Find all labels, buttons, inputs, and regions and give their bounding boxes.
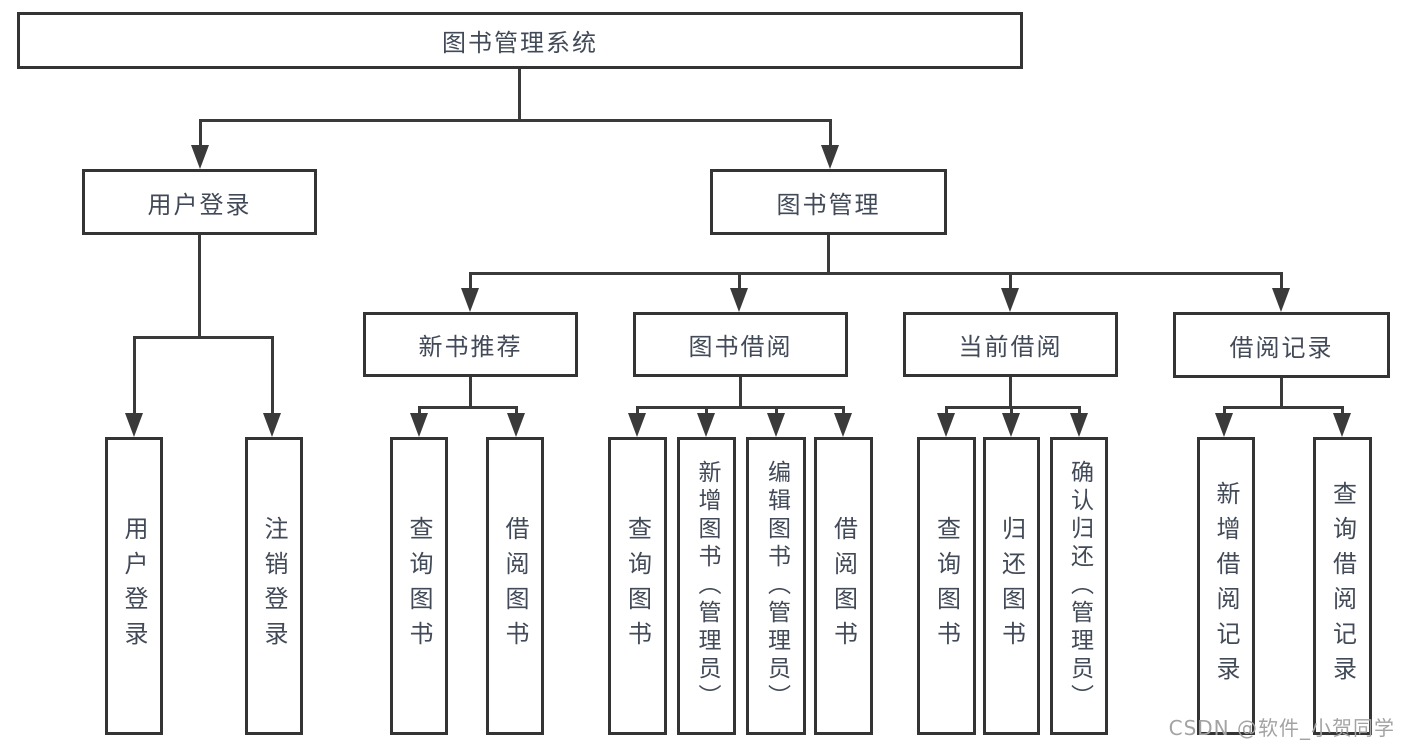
connector-borrowing-vline: [739, 377, 742, 409]
arrow-to-leaf-add-record: [1215, 413, 1233, 437]
connector-borrowing-stub-2: [705, 406, 708, 418]
leaf-borrow-books-borrowing: 借阅图书: [814, 437, 873, 735]
leaf-confirm-return-admin-label: 确认归还（管理员）: [1066, 460, 1093, 712]
leaf-add-books-admin: 新增图书（管理员）: [677, 437, 736, 735]
leaf-borrow-books-recommend-label: 借阅图书: [501, 516, 529, 656]
arrow-to-book-borrowing: [730, 288, 748, 312]
arrow-to-leaf-borrow-recommend: [507, 413, 525, 437]
leaf-query-books-current: 查询图书: [917, 437, 976, 735]
connector-userlogin-stub-right: [271, 336, 274, 415]
connector-records-hline: [1223, 406, 1344, 409]
node-borrowing-records-label: 借阅记录: [1229, 333, 1334, 362]
connector-root-stub-left: [199, 119, 202, 147]
arrow-to-leaf-return-books: [1002, 413, 1020, 437]
node-new-book-recommend-label: 新书推荐: [418, 333, 523, 361]
node-user-login: 用户登录: [82, 169, 317, 235]
arrow-to-leaf-add-books: [697, 413, 715, 437]
arrow-to-leaf-edit-books: [767, 413, 785, 437]
connector-current-stub-3: [1078, 406, 1081, 418]
connector-recommend-vline: [469, 377, 472, 409]
connector-root-vline: [518, 69, 521, 122]
leaf-logout-label: 注销登录: [260, 516, 288, 656]
leaf-query-books-recommend: 查询图书: [390, 437, 448, 735]
connector-bookmgmt-stub-2: [738, 272, 741, 292]
arrow-to-borrowing-records: [1272, 288, 1290, 312]
leaf-user-login: 用户登录: [105, 437, 163, 735]
arrow-to-leaf-query-recommend: [410, 413, 428, 437]
leaf-logout: 注销登录: [245, 437, 303, 735]
arrow-to-leaf-user-login: [125, 413, 143, 437]
connector-userlogin-hline: [133, 336, 274, 339]
connector-bookmgmt-vline: [827, 235, 830, 275]
arrow-to-leaf-logout: [263, 413, 281, 437]
connector-borrowing-hline: [636, 406, 845, 409]
connector-recommend-hline: [418, 406, 518, 409]
arrow-to-new-book-recommend: [461, 288, 479, 312]
leaf-return-books: 归还图书: [983, 437, 1040, 735]
csdn-watermark: CSDN @软件_小贺同学: [1168, 716, 1395, 740]
node-book-borrowing-label: 图书借阅: [688, 333, 793, 361]
connector-current-vline: [1009, 377, 1012, 409]
node-borrowing-records: 借阅记录: [1173, 312, 1390, 378]
node-new-book-recommend: 新书推荐: [363, 312, 578, 377]
connector-borrowing-stub-1: [636, 406, 639, 418]
connector-userlogin-vline: [198, 235, 201, 339]
connector-records-stub-1: [1223, 406, 1226, 418]
leaf-query-books-current-label: 查询图书: [932, 516, 961, 656]
leaf-query-books-borrowing-label: 查询图书: [623, 516, 652, 656]
leaf-query-borrow-record: 查询借阅记录: [1313, 437, 1372, 735]
connector-records-vline: [1280, 378, 1283, 409]
node-root-label: 图书管理系统: [442, 29, 598, 57]
connector-recommend-stub-1: [418, 406, 421, 418]
leaf-query-borrow-record-label: 查询借阅记录: [1328, 481, 1357, 691]
leaf-edit-books-admin: 编辑图书（管理员）: [746, 437, 806, 735]
node-current-borrowing: 当前借阅: [903, 312, 1118, 377]
leaf-user-login-label: 用户登录: [120, 516, 148, 656]
connector-root-stub-right: [829, 119, 832, 147]
connector-root-hline: [199, 119, 831, 122]
node-book-management: 图书管理: [710, 169, 947, 235]
arrow-to-leaf-query-borrowing: [628, 413, 646, 437]
node-user-login-label: 用户登录: [147, 190, 252, 219]
connector-bookmgmt-stub-4: [1280, 272, 1283, 292]
leaf-edit-books-admin-label: 编辑图书（管理员）: [763, 460, 790, 712]
leaf-query-books-borrowing: 查询图书: [608, 437, 667, 735]
connector-bookmgmt-stub-3: [1009, 272, 1012, 292]
arrow-to-leaf-query-record: [1333, 413, 1351, 437]
leaf-add-borrow-record: 新增借阅记录: [1197, 437, 1255, 735]
leaf-confirm-return-admin: 确认归还（管理员）: [1050, 437, 1108, 735]
node-book-management-label: 图书管理: [776, 190, 881, 219]
leaf-query-books-recommend-label: 查询图书: [405, 516, 433, 656]
node-current-borrowing-label: 当前借阅: [958, 333, 1063, 361]
connector-current-stub-1: [945, 406, 948, 418]
leaf-add-books-admin-label: 新增图书（管理员）: [694, 460, 720, 712]
leaf-return-books-label: 归还图书: [997, 516, 1026, 656]
connector-bookmgmt-stub-1: [469, 272, 472, 292]
connector-current-stub-2: [1010, 406, 1013, 418]
node-book-borrowing: 图书借阅: [633, 312, 848, 377]
connector-userlogin-stub-left: [133, 336, 136, 415]
arrow-to-book-management: [821, 145, 839, 169]
connector-recommend-stub-2: [515, 406, 518, 418]
leaf-borrow-books-borrowing-label: 借阅图书: [829, 516, 858, 656]
node-root: 图书管理系统: [17, 12, 1023, 69]
arrow-to-current-borrowing: [1001, 288, 1019, 312]
leaf-borrow-books-recommend: 借阅图书: [486, 437, 544, 735]
connector-records-stub-2: [1341, 406, 1344, 418]
arrow-to-leaf-confirm-return: [1070, 413, 1088, 437]
connector-borrowing-stub-4: [842, 406, 845, 418]
connector-current-hline: [945, 406, 1081, 409]
arrow-to-leaf-query-current: [937, 413, 955, 437]
connector-borrowing-stub-3: [775, 406, 778, 418]
connector-bookmgmt-hline: [469, 272, 1283, 275]
arrow-to-user-login: [191, 145, 209, 169]
arrow-to-leaf-borrow-borrowing: [834, 413, 852, 437]
leaf-add-borrow-record-label: 新增借阅记录: [1212, 481, 1240, 691]
